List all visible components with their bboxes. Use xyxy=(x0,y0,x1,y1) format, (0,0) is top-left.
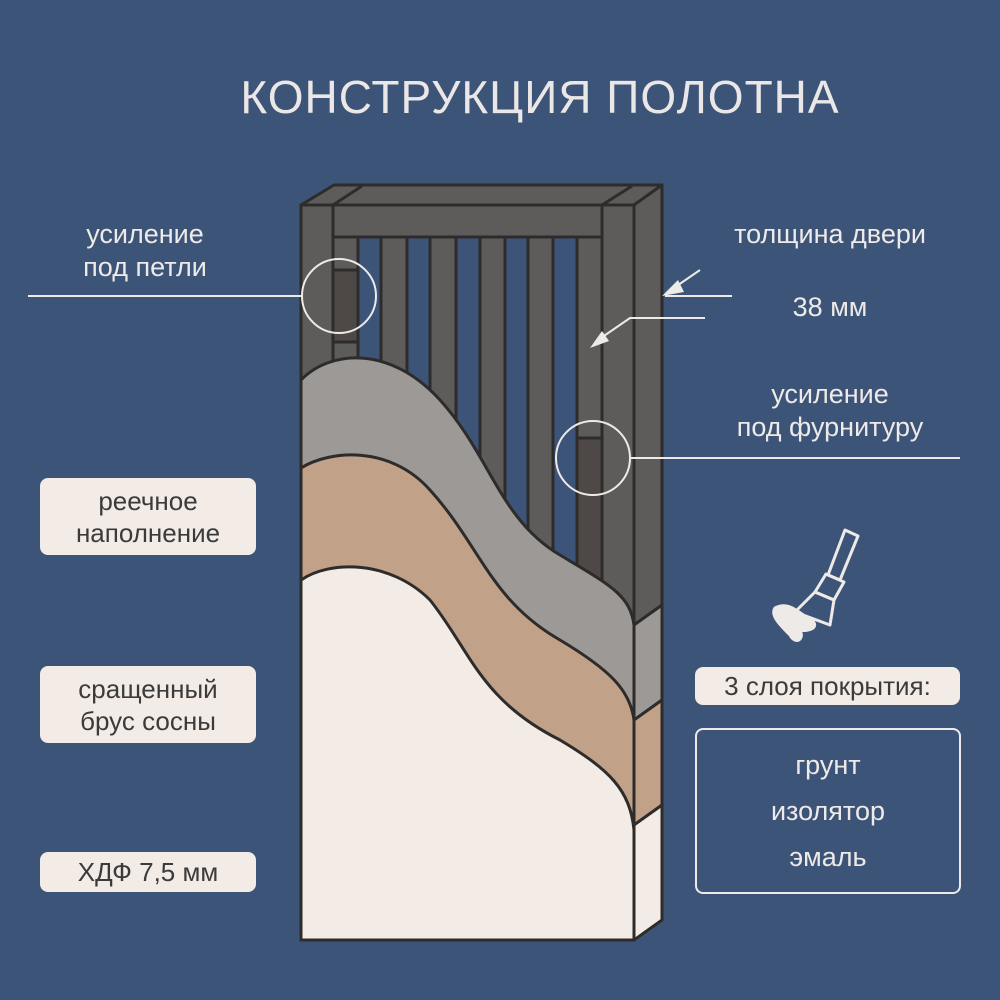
hardware-reinforcement-label: усиление под фурнитуру xyxy=(700,378,960,444)
label-line: сращенный xyxy=(78,673,218,704)
page-title: КОНСТРУКЦИЯ ПОЛОТНА xyxy=(240,71,840,123)
door-side-frame xyxy=(632,183,664,627)
slat-filling-box: реечное наполнение xyxy=(40,478,256,555)
hdf-box: ХДФ 7,5 мм xyxy=(40,852,256,892)
label-line: реечное xyxy=(98,485,198,516)
label-line: наполнение xyxy=(75,517,221,548)
hinge-circle xyxy=(301,258,377,334)
coating-title-box: 3 слоя покрытия: xyxy=(695,667,960,705)
coatings-box: грунт изолятор эмаль xyxy=(695,728,961,894)
hardware-circle xyxy=(555,420,631,496)
arrow-thickness-inner-icon xyxy=(590,331,609,348)
hinge-reinforcement-label: усиление под петли xyxy=(40,218,250,284)
label-line: под петли xyxy=(83,252,207,282)
label-line: усиление xyxy=(86,219,204,249)
pine-beam-box: сращенный брус сосны xyxy=(40,666,256,743)
label-line: брус сосны xyxy=(80,705,216,736)
door-thickness-label: толщина двери xyxy=(734,219,926,249)
hinge-block xyxy=(331,268,360,344)
coating-primer: грунт xyxy=(795,749,861,780)
coating-insulator: изолятор xyxy=(770,795,886,826)
arrow-thickness-outer-icon xyxy=(662,280,684,296)
label-line: усиление xyxy=(771,379,889,409)
paint-brush-icon xyxy=(772,528,860,642)
label-line: под фурнитуру xyxy=(736,412,924,442)
door-side-enamel xyxy=(632,803,664,942)
enamel-layer xyxy=(299,565,636,942)
coating-enamel: эмаль xyxy=(789,841,867,872)
thickness-value: 38 мм xyxy=(792,292,868,322)
